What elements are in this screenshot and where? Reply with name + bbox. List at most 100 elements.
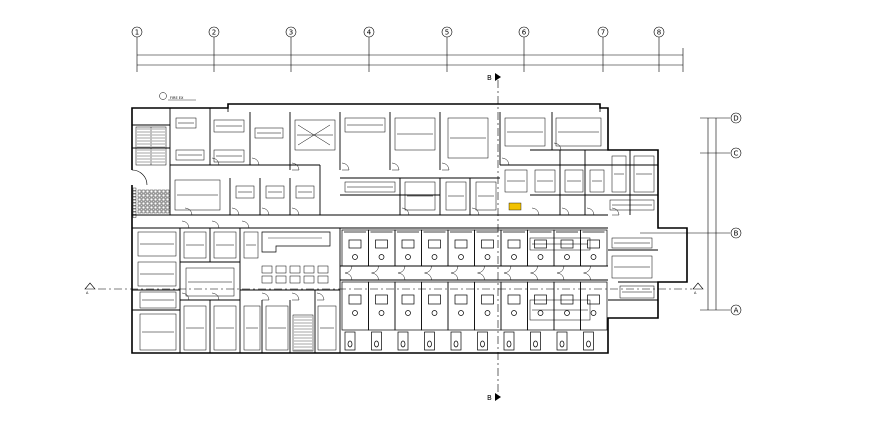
grid-label-C: C [734,150,739,158]
section-marker-b-bottom: B [487,393,501,402]
workstation [275,275,287,284]
chair [149,201,154,206]
exam-table [481,239,494,249]
exam-stool [431,310,438,316]
door-swing [530,265,538,274]
door-swing [397,265,406,274]
chair [149,209,154,214]
workstation [317,275,329,284]
row-grid-labels: D C B A [733,115,738,315]
chair [145,197,150,202]
chair [161,205,166,210]
furniture-block [185,267,235,297]
door-swing [583,265,591,274]
furniture-block [529,299,591,321]
exam-stool [484,310,491,316]
furniture-block [447,117,489,159]
door-swing [530,272,538,281]
grid-label-8: 8 [657,29,661,37]
exam-table [375,294,388,305]
door-swing [553,142,562,151]
furniture-block [175,149,205,161]
door-swing [316,292,325,301]
exam-table [401,294,415,305]
grid-bubble-8 [653,26,665,72]
exam-stool [511,254,517,260]
exam-table [428,239,441,249]
door-swing [211,292,220,301]
column-grid-labels: 1 2 3 4 5 6 7 8 [135,29,661,37]
grid-bubble-7 [597,26,609,72]
exam-stool [564,310,570,316]
door-swing [344,265,353,274]
grid-label-6: 6 [522,29,527,37]
furniture-block [265,305,289,351]
furniture-block [235,185,255,199]
chair [132,214,137,218]
furniture-block [265,185,285,199]
toilet [347,340,353,348]
chair [141,189,146,194]
chair [161,209,166,214]
section-marker-a-left: A [84,282,96,295]
row-grid [640,112,742,316]
waiting-room-seating [137,189,170,214]
furniture-block [445,181,467,211]
grid-label-1: 1 [135,29,139,37]
workstation [303,265,315,274]
chair [132,199,137,203]
furniture-block [175,117,197,129]
workstation [261,265,273,274]
exam-table [534,294,547,305]
chair [141,205,146,210]
chair [157,201,162,206]
door-swing [344,272,353,281]
door-swing [291,207,300,216]
chair [145,205,150,210]
furniture-block [139,291,177,309]
chair [145,189,150,194]
exam-stool [378,254,385,260]
furniture-block [183,231,207,259]
furniture-block [213,149,245,163]
furniture-block [295,185,315,199]
door-swing [586,207,595,216]
exam-table [560,294,574,305]
chair [157,197,162,202]
chair [165,197,170,202]
door-swing [503,265,512,274]
chair [149,189,154,194]
door-swing [401,207,410,216]
exam-stool [378,310,385,316]
exam-table [507,294,521,305]
grid-bubble-2 [208,26,220,72]
chair [132,190,137,194]
door-swing [341,162,350,171]
chair [149,193,154,198]
exam-table [428,294,441,305]
toilet [533,340,538,348]
door-swing [211,220,220,229]
chair [153,201,158,206]
chair [149,197,154,202]
door-swing [477,265,485,274]
door-swings [181,142,620,301]
door-swing [291,162,300,171]
exam-stool [564,254,570,260]
toilet-room [450,331,462,351]
door-swing [556,272,565,281]
exam-stool [511,310,517,316]
door-swing [241,220,250,229]
equipment [297,124,331,146]
furniture-block [243,231,259,259]
furniture-block [137,231,177,257]
chair [145,193,150,198]
building-exterior-walls [131,103,688,354]
left-entrance [131,169,148,186]
chair [153,205,158,210]
toilet-room [477,331,488,351]
chair [141,201,146,206]
furniture-block [213,231,237,259]
workstation [289,275,301,284]
